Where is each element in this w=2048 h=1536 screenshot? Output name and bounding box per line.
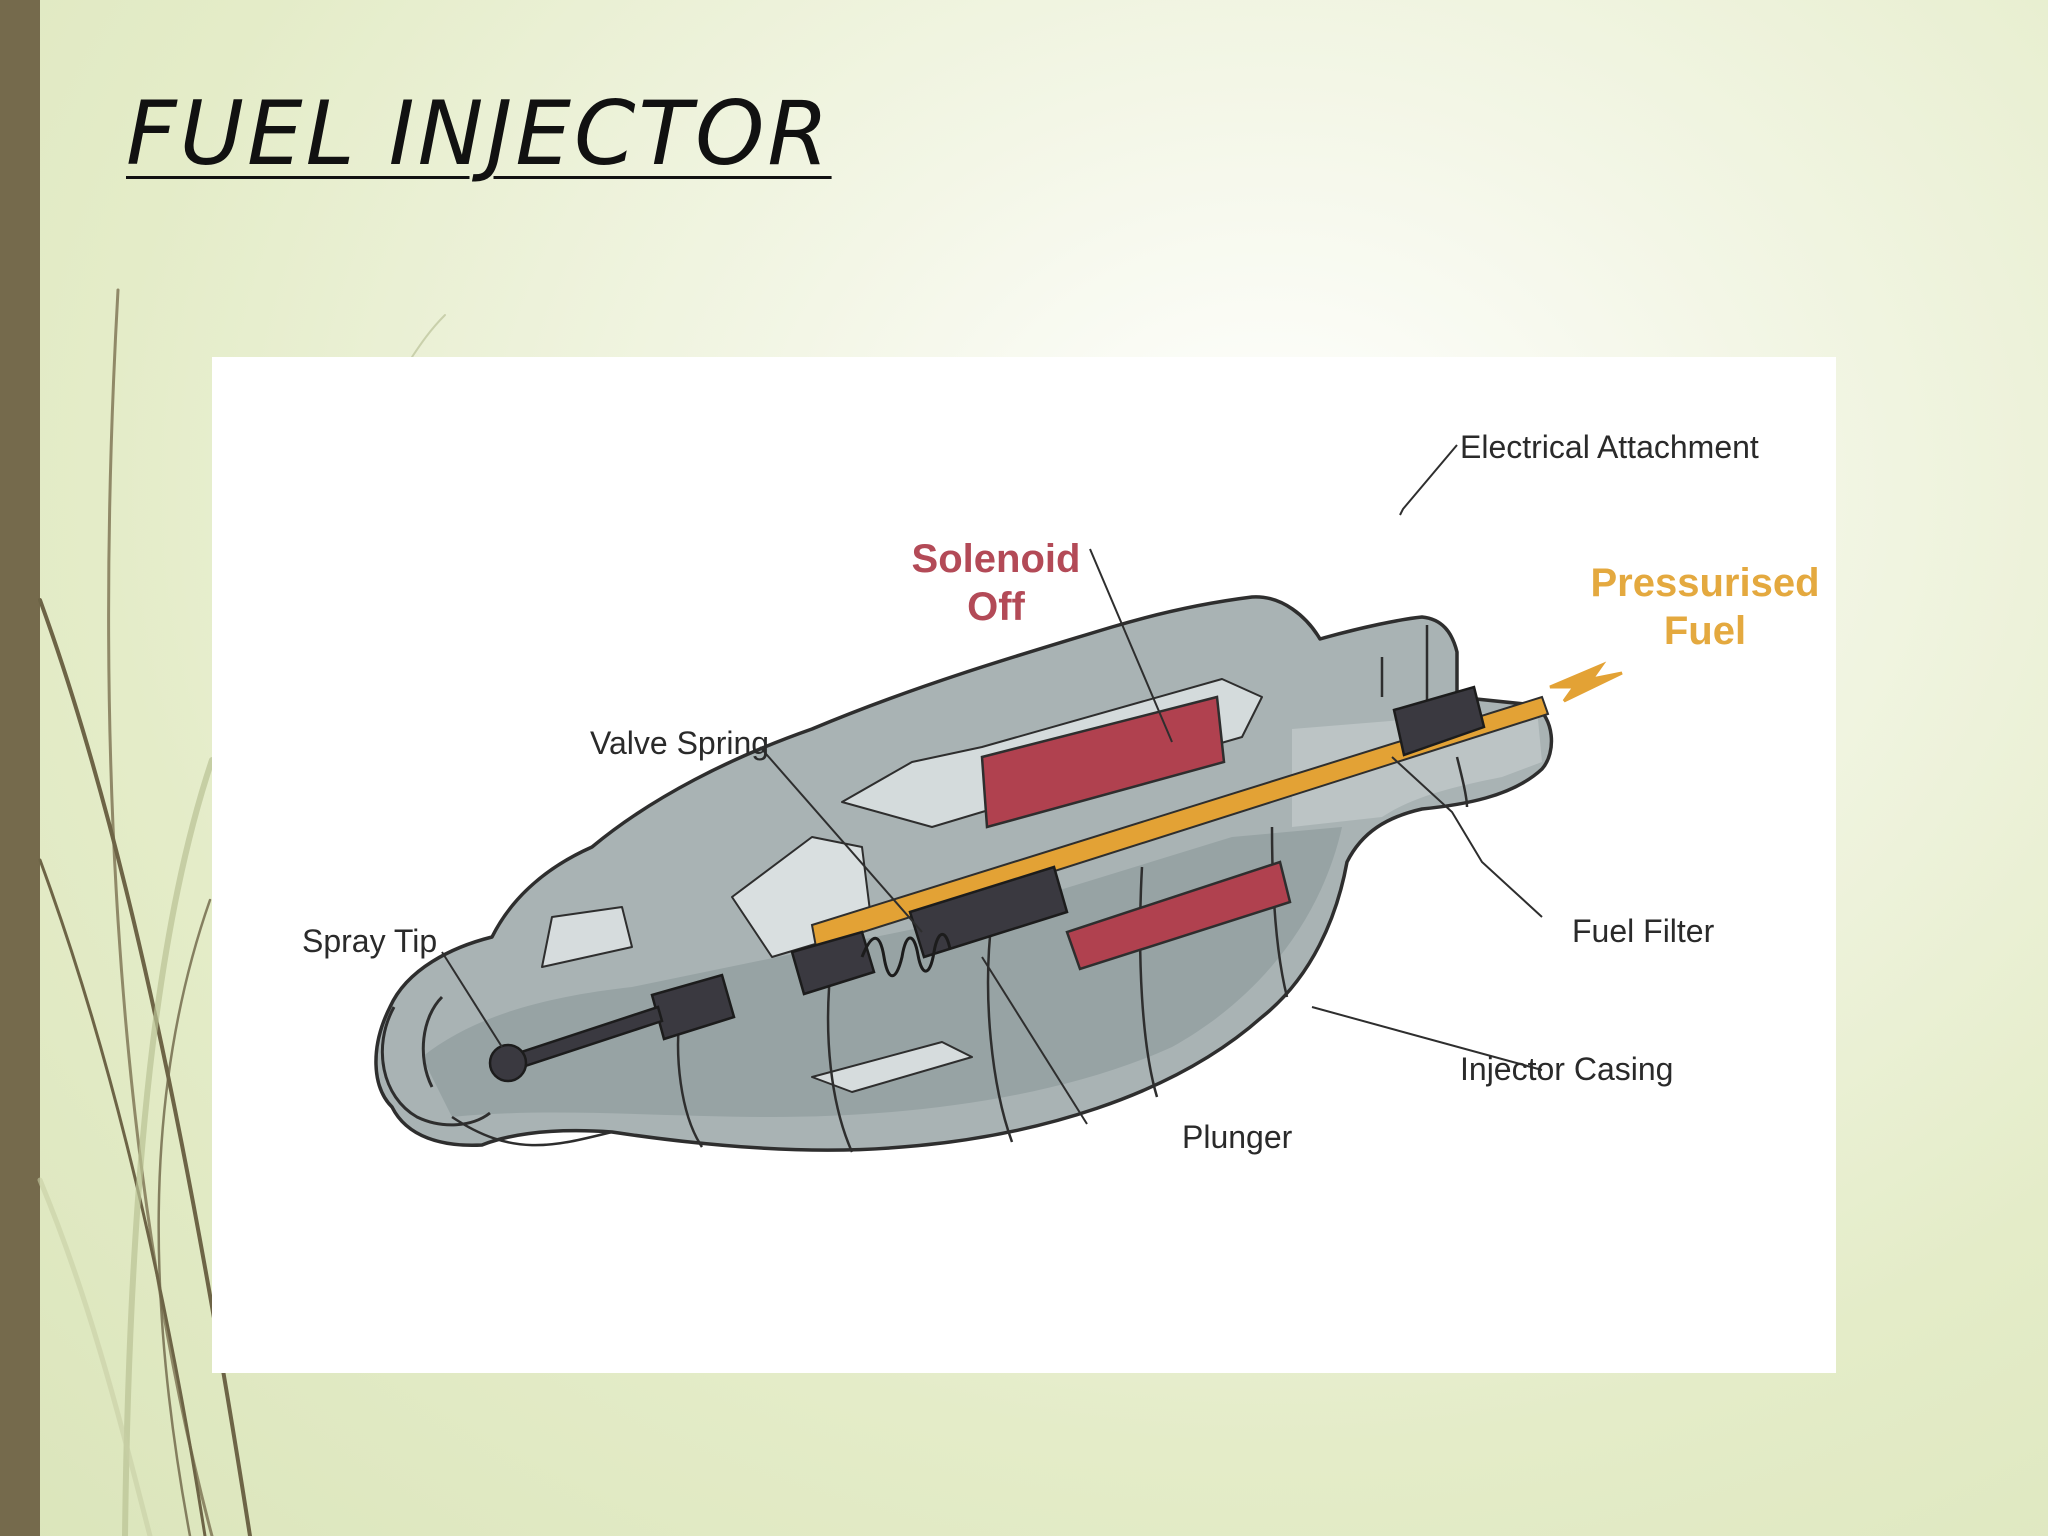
label-solenoid-off: Solenoid Off xyxy=(896,535,1096,631)
injector-illustration: /* plunger */ xyxy=(374,444,1623,1153)
valve-spring-coil xyxy=(860,932,952,978)
label-plunger: Plunger xyxy=(1182,1119,1293,1155)
spray-tip-part xyxy=(380,995,491,1127)
label-fuel-filter: Fuel Filter xyxy=(1572,913,1715,949)
label-injector-casing: Injector Casing xyxy=(1460,1051,1674,1087)
injector-casing-part xyxy=(374,595,1554,1153)
slide-side-bar xyxy=(0,0,40,1536)
leader-lines: /* plunger */ xyxy=(441,444,1543,1125)
plunger-assembly xyxy=(488,685,1486,1083)
label-pressurised-line1: Pressurised xyxy=(1590,561,1820,605)
label-solenoid-line2: Off xyxy=(967,585,1025,629)
label-solenoid-line1: Solenoid xyxy=(911,537,1081,581)
label-valve-spring: Valve Spring xyxy=(590,725,770,761)
pressurised-fuel-arrow xyxy=(1549,661,1623,703)
label-pressurised-fuel: Pressurised Fuel xyxy=(1590,559,1820,655)
solenoid-coil xyxy=(980,695,1292,971)
label-spray-tip: Spray Tip xyxy=(302,923,438,959)
label-electrical-attachment: Electrical Attachment xyxy=(1460,429,1759,465)
label-pressurised-line2: Fuel xyxy=(1663,609,1747,653)
page-title: FUEL INJECTOR xyxy=(126,82,832,185)
fuel-injector-diagram: /* plunger */ Electrical Attachment Sole… xyxy=(212,357,1836,1373)
